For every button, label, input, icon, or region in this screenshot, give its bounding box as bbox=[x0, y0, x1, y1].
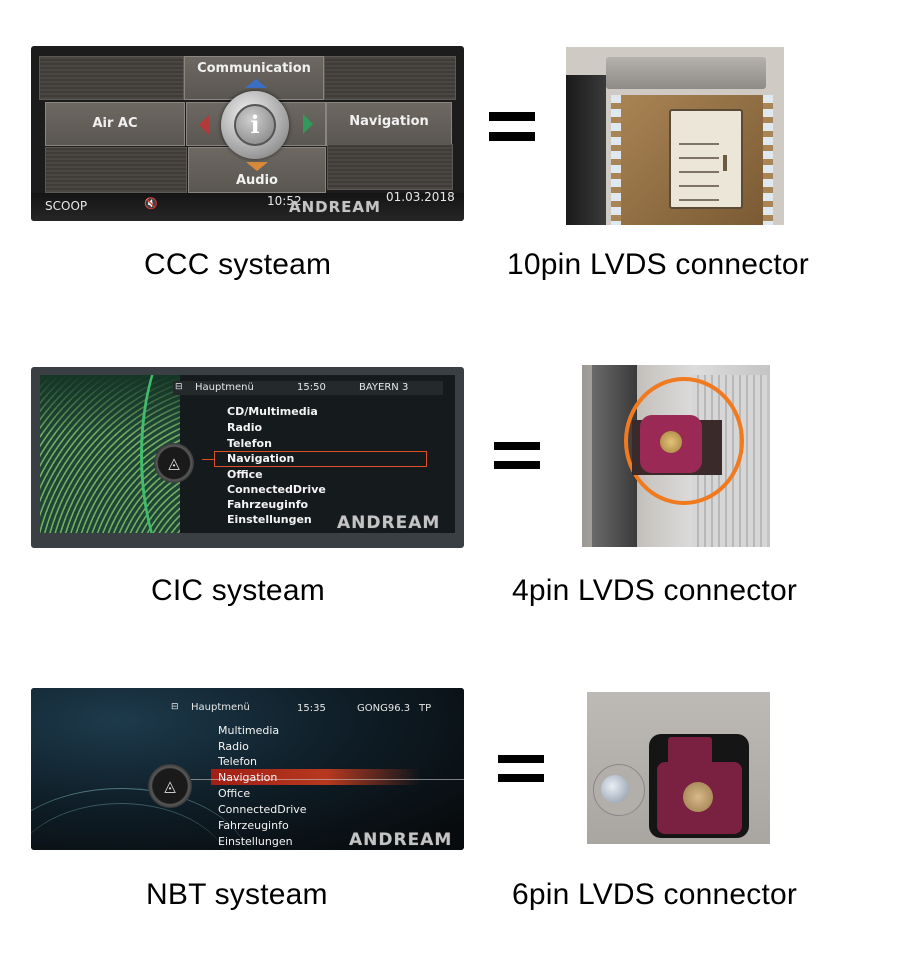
ccc-arrow-left-icon bbox=[199, 115, 209, 135]
equals-sign-2 bbox=[494, 442, 540, 472]
ccc-arrow-down-icon bbox=[246, 162, 268, 171]
nbt-menu-item: Radio bbox=[218, 740, 249, 753]
cic-menu-item: Einstellungen bbox=[227, 513, 312, 526]
cic-display: ⊟ Hauptmenü 15:50 BAYERN 3 CD/Multimedia… bbox=[40, 375, 455, 533]
cic-screen-image: ⊟ Hauptmenü 15:50 BAYERN 3 CD/Multimedia… bbox=[31, 367, 464, 548]
cic-header-time: 15:50 bbox=[297, 382, 326, 393]
equals-sign-3 bbox=[498, 755, 544, 785]
cic-menu-item: ConnectedDrive bbox=[227, 483, 326, 496]
nbt-menu-item: ConnectedDrive bbox=[218, 803, 307, 816]
nbt-header-tp: TP bbox=[419, 703, 432, 714]
6pin-connector-caption: 6pin LVDS connector bbox=[512, 878, 798, 911]
photo-serrated-edge bbox=[611, 95, 621, 225]
orange-circle-annotation bbox=[624, 377, 744, 505]
watermark: ANDREAM bbox=[349, 830, 453, 850]
equals-bar bbox=[494, 461, 540, 469]
photo-metal-shield bbox=[606, 57, 766, 89]
cic-green-arc bbox=[140, 375, 263, 533]
cic-header-station: BAYERN 3 bbox=[359, 382, 409, 393]
ccc-system-caption: CCC systeam bbox=[144, 248, 332, 281]
cic-system-caption: CIC systeam bbox=[151, 574, 325, 607]
10pin-connector-caption: 10pin LVDS connector bbox=[507, 248, 809, 281]
nbt-screen-image: ⊟ Hauptmenü 15:35 GONG96.3 TP Multimedia… bbox=[31, 688, 464, 850]
10pin-connector-photo bbox=[566, 47, 784, 225]
nbt-selection-line bbox=[191, 779, 464, 780]
ccc-screen-image: Communication Air AC Navigation Audio i … bbox=[31, 46, 464, 221]
nbt-arc-line bbox=[31, 803, 231, 850]
watermark: ANDREAM bbox=[289, 198, 381, 216]
photo-gold-pins bbox=[683, 782, 713, 812]
menu-icon: ⊟ bbox=[175, 382, 183, 392]
equals-bar bbox=[489, 112, 535, 121]
cic-menu-item: Office bbox=[227, 468, 263, 481]
photo-serrated-edge bbox=[763, 95, 773, 225]
photo-white-connector bbox=[669, 109, 743, 209]
equals-bar bbox=[489, 132, 535, 141]
ccc-arrow-up-icon bbox=[245, 79, 267, 88]
nbt-header-station: GONG96.3 bbox=[357, 703, 411, 714]
ccc-controller-knob: i bbox=[221, 91, 289, 159]
photo-pin-slot bbox=[723, 155, 727, 171]
photo-screw bbox=[601, 775, 629, 803]
ccc-arrow-right-icon bbox=[303, 114, 313, 134]
photo-gold-pins bbox=[660, 431, 682, 453]
watermark: ANDREAM bbox=[337, 513, 441, 533]
nbt-menu-item: Fahrzeuginfo bbox=[218, 819, 289, 832]
ccc-panel-bottom-left bbox=[45, 147, 187, 193]
cic-menu-item: Telefon bbox=[227, 437, 272, 450]
ccc-panel-air-ac: Air AC bbox=[45, 102, 185, 146]
info-icon: i bbox=[234, 104, 276, 146]
cic-controller-knob: ◬ bbox=[154, 443, 194, 483]
nbt-arc-line bbox=[31, 788, 251, 850]
nbt-header-time: 15:35 bbox=[297, 703, 326, 714]
cic-menu-item: Fahrzeuginfo bbox=[227, 498, 309, 511]
photo-pin-rows bbox=[679, 131, 719, 201]
nbt-menu-item: Telefon bbox=[218, 755, 258, 768]
nbt-system-caption: NBT systeam bbox=[146, 878, 328, 911]
6pin-connector-photo bbox=[587, 692, 770, 844]
ccc-audio-label: Audio bbox=[235, 173, 278, 188]
nbt-menu-item: Einstellungen bbox=[218, 835, 293, 848]
4pin-connector-photo bbox=[582, 365, 770, 547]
ccc-panel-top-left bbox=[39, 56, 184, 100]
cic-selection-connector bbox=[202, 459, 214, 460]
menu-icon: ⊟ bbox=[171, 702, 179, 712]
nbt-menu-item: Office bbox=[218, 787, 251, 800]
ccc-time: 10:52 bbox=[267, 194, 302, 208]
equals-sign-1 bbox=[489, 112, 535, 142]
photo-pink-connector bbox=[640, 415, 702, 473]
cic-menu-item: Radio bbox=[227, 421, 263, 434]
ccc-panel-bottom-right bbox=[327, 144, 453, 190]
4pin-connector-caption: 4pin LVDS connector bbox=[512, 574, 798, 607]
cic-menu-item: CD/Multimedia bbox=[227, 405, 318, 418]
ccc-air-ac-label: Air AC bbox=[92, 116, 138, 131]
ccc-communication-label: Communication bbox=[197, 61, 311, 76]
ccc-navigation-label: Navigation bbox=[349, 114, 429, 129]
ccc-source-label: SCOOP bbox=[45, 199, 88, 213]
ccc-date: 01.03.2018 bbox=[386, 190, 455, 204]
nbt-controller-knob: ◬ bbox=[148, 764, 192, 808]
cic-menu-item-selected: Navigation bbox=[227, 452, 295, 465]
equals-bar bbox=[498, 755, 544, 763]
nbt-header-title: Hauptmenü bbox=[191, 702, 250, 713]
ccc-panel-top-right bbox=[324, 56, 456, 100]
ccc-status-bar: SCOOP 🔇 10:52 01.03.2018 bbox=[31, 190, 464, 221]
cic-header-title: Hauptmenü bbox=[195, 382, 254, 393]
navigation-icon: ◬ bbox=[168, 454, 180, 472]
nbt-menu-item: Multimedia bbox=[218, 724, 280, 737]
equals-bar bbox=[494, 442, 540, 450]
nbt-selection-highlight bbox=[211, 769, 421, 785]
equals-bar bbox=[498, 774, 544, 782]
photo-dark-housing bbox=[566, 75, 606, 225]
cic-header: ⊟ Hauptmenü 15:50 BAYERN 3 bbox=[173, 381, 443, 395]
ccc-panel-navigation: Navigation bbox=[326, 102, 452, 146]
navigation-icon: ◬ bbox=[164, 777, 176, 795]
nbt-menu-item-selected: Navigation bbox=[218, 771, 278, 784]
speaker-mute-icon: 🔇 bbox=[144, 197, 158, 210]
photo-maroon-connector bbox=[657, 762, 742, 834]
cic-selection-box bbox=[214, 451, 427, 467]
